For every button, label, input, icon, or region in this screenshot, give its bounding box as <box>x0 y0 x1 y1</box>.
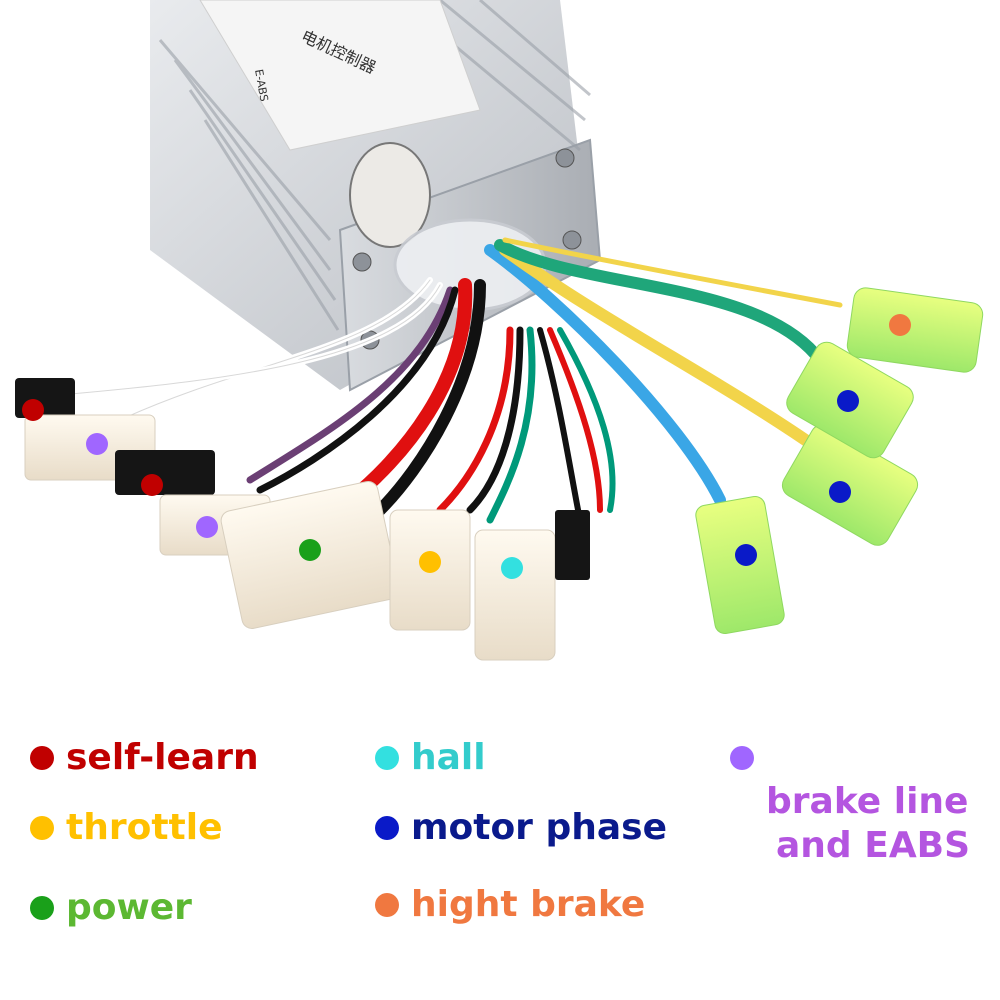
screw-icon <box>562 230 582 250</box>
legend-power: power <box>30 886 192 930</box>
legend-dot <box>30 896 54 920</box>
wire-bundle <box>57 237 843 524</box>
connector-hall <box>474 529 556 661</box>
sleeve-motor-phase-1 <box>695 495 785 635</box>
marker-power <box>299 539 321 561</box>
marker-self-learn-2 <box>141 474 163 496</box>
marker-dots <box>22 314 911 579</box>
seal-stamp <box>349 142 431 248</box>
label-eabs: E-ABS <box>252 68 270 102</box>
legend-label: hall <box>411 737 486 778</box>
marker-hall <box>501 557 523 579</box>
legend-brake-eabs: brake line and EABS <box>730 736 970 912</box>
marker-motor-phase-1 <box>735 544 757 566</box>
marker-throttle <box>419 551 441 573</box>
legend-self-learn: self-learn <box>30 736 259 780</box>
legend-hall: hall <box>375 736 486 780</box>
marker-self-learn-1 <box>22 399 44 421</box>
controller-box: 电机控制器 E-ABS <box>150 0 602 392</box>
legend-high-brake: hight brake <box>375 883 645 927</box>
marker-motor-phase-3 <box>837 390 859 412</box>
legend-label-line2: and EABS <box>776 825 971 866</box>
connector-self-learn-2 <box>115 450 215 495</box>
screw-icon <box>555 148 575 168</box>
legend-dot <box>730 746 754 770</box>
marker-motor-phase-2 <box>829 481 851 503</box>
legend-dot <box>30 746 54 770</box>
legend-label: self-learn <box>66 737 259 778</box>
sleeve-high-brake <box>846 287 984 373</box>
product-label <box>199 0 481 151</box>
legend-label: throttle <box>66 807 223 848</box>
legend-label: motor phase <box>411 807 668 848</box>
color-legend: self-learn throttle power hall motor pha… <box>0 720 1000 1000</box>
connectors <box>15 287 984 661</box>
controller-photo: 电机控制器 E-ABS <box>15 0 984 661</box>
marker-brake-eabs-1 <box>86 433 108 455</box>
legend-label: brake line and EABS <box>766 736 970 912</box>
marker-high-brake <box>889 314 911 336</box>
legend-label: hight brake <box>411 884 646 925</box>
legend-dot <box>30 816 54 840</box>
legend-dot <box>375 893 399 917</box>
legend-dot <box>375 746 399 770</box>
legend-dot <box>375 816 399 840</box>
screw-icon <box>352 252 372 272</box>
legend-label: power <box>66 887 192 928</box>
legend-label-line1: brake line <box>766 781 969 822</box>
marker-brake-eabs-2 <box>196 516 218 538</box>
legend-motor-phase: motor phase <box>375 806 667 850</box>
legend-throttle: throttle <box>30 806 223 850</box>
connector-sm-black <box>555 510 590 580</box>
